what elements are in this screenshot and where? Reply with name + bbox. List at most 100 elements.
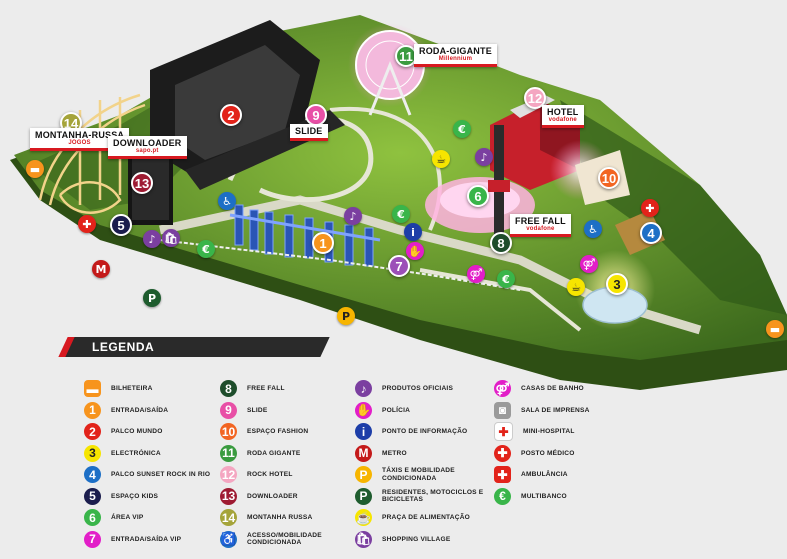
legend-item-food: ☕PRAÇA DE ALIMENTAÇÃO [355, 507, 492, 529]
marker-10-espaco-fashion[interactable]: 10 [598, 167, 620, 189]
posto-medico-marker-icon[interactable]: ✚ [78, 215, 96, 233]
legend-label: RESIDENTES, MOTOCICLOS E BICICLETAS [382, 488, 484, 504]
shopping-marker-icon[interactable]: 🛍 [162, 229, 180, 247]
8-icon: 8 [220, 380, 237, 398]
info-marker-icon[interactable]: i [404, 223, 422, 241]
legend-column-4: ⚤CASAS DE BANHO◙SALA DE IMPRENSA✚MINI-HO… [494, 378, 633, 507]
marker-13-downloader[interactable]: 13 [131, 172, 153, 194]
flag-montanha-russa: MONTANHA-RUSSA JOGOS [30, 128, 130, 151]
flag-downloader: DOWNLOADER sapo.pt [108, 136, 187, 159]
legend-item-3: 3 ELECTRÓNICA [84, 443, 221, 465]
legend-label: PRODUTOS OFICIAIS [382, 385, 454, 392]
bilheteira-marker-icon[interactable]: ▬ [766, 320, 784, 338]
14-icon: 14 [220, 509, 237, 527]
legend-label: ELECTRÓNICA [111, 449, 161, 457]
legend-label: SLIDE [247, 406, 268, 414]
marker-8-free-fall[interactable]: 8 [490, 232, 512, 254]
5-icon: 5 [84, 487, 101, 505]
legend-item-14: 14 MONTANHA RUSSA [220, 507, 357, 529]
13-icon: 13 [220, 487, 237, 505]
food-marker-icon[interactable]: ☕ [432, 150, 450, 168]
parking-marker-icon[interactable]: P [143, 289, 161, 307]
legend-label: MONTANHA RUSSA [247, 514, 313, 521]
legend-item-posto: ✚POSTO MÉDICO [494, 443, 633, 465]
legend-item-shopping: 🛍 SHOPPING VILLAGE [355, 529, 492, 551]
legend-label: ESPAÇO KIDS [111, 492, 159, 500]
marker-2-palco-mundo[interactable]: 2 [220, 104, 242, 126]
11-icon: 11 [220, 444, 237, 462]
policia-icon: ✋ [355, 401, 372, 419]
9-icon: 9 [220, 401, 237, 419]
accessibility-icon: ♿ [220, 530, 237, 548]
legend-label: ENTRADA/SAÍDA [111, 406, 169, 414]
legend-label: POSTO MÉDICO [521, 449, 575, 457]
posto-medico-marker-icon[interactable]: ✚ [641, 199, 659, 217]
3-icon: 3 [84, 444, 101, 462]
wc-marker-icon[interactable]: ⚤ [580, 255, 598, 273]
produtos-marker-icon[interactable]: ♪ [475, 148, 493, 166]
accessibility-marker-icon[interactable]: ♿ [218, 192, 236, 210]
legend-item-wc: ⚤CASAS DE BANHO [494, 378, 633, 400]
taxi-icon: P [355, 466, 372, 484]
marker-12-rock-hotel[interactable]: 12 [524, 87, 546, 109]
legend-item-accessibility: ♿ACESSO/MOBILIDADE CONDICIONADA [220, 529, 357, 551]
marker-3-electronica[interactable]: 3 [606, 273, 628, 295]
legend-label: MINI-HOSPITAL [523, 428, 575, 435]
produtos-icon: ♪ [355, 380, 372, 398]
legend-item-hospital: ✚MINI-HOSPITAL [494, 421, 633, 443]
legend-item-13: 13 DOWNLOADER [220, 486, 357, 508]
multibanco-marker-icon[interactable]: € [197, 240, 215, 258]
legend-item-policia: ✋ POLÍCIA [355, 400, 492, 422]
6-icon: 6 [84, 509, 101, 527]
ambulancia-icon: ✚ [494, 466, 511, 484]
taxi-marker-icon[interactable]: P [337, 307, 355, 325]
12-icon: 12 [220, 466, 237, 484]
wc-marker-icon[interactable]: ⚤ [467, 265, 485, 283]
legend-item-produtos: ♪ PRODUTOS OFICIAIS [355, 378, 492, 400]
bilheteira-marker-icon[interactable]: ▬ [26, 160, 44, 178]
bilheteira-icon: ▬ [84, 380, 101, 398]
legend-label: PALCO SUNSET ROCK IN RIO [111, 471, 211, 478]
legend-label: SALA DE IMPRENSA [521, 406, 590, 414]
produtos-marker-icon[interactable]: ♪ [344, 207, 362, 225]
shopping-icon: 🛍 [355, 530, 372, 548]
metro-marker-icon[interactable]: M [92, 260, 110, 278]
marker-6-area-vip[interactable]: 6 [467, 185, 489, 207]
food-marker-icon[interactable]: ☕ [567, 278, 585, 296]
policia-marker-icon[interactable]: ✋ [406, 242, 424, 260]
marker-4-palco-sunset[interactable]: 4 [640, 222, 662, 244]
marker-7-entrada-vip[interactable]: 7 [388, 255, 410, 277]
legend-label: PONTO DE INFORMAÇÃO [382, 428, 468, 435]
legend-label: DOWNLOADER [247, 492, 298, 500]
marker-9-slide[interactable]: 9 [305, 104, 327, 126]
legend-label: METRO [382, 449, 407, 457]
legend-label: SHOPPING VILLAGE [382, 535, 451, 543]
legend-label: POLÍCIA [382, 406, 411, 414]
press-icon: ◙ [494, 401, 511, 419]
legend-item-1: 1 ENTRADA/SAÍDA [84, 400, 221, 422]
produtos-marker-icon[interactable]: ♪ [143, 230, 161, 248]
legend-label: ESPAÇO FASHION [247, 428, 309, 435]
multibanco-marker-icon[interactable]: € [453, 120, 471, 138]
multibanco-marker-icon[interactable]: € [497, 270, 515, 288]
marker-1-entrada[interactable]: 1 [312, 232, 334, 254]
flag-hotel: HOTEL vodafone [542, 105, 584, 128]
multibanco-marker-icon[interactable]: € [392, 205, 410, 223]
marker-5-espaco-kids[interactable]: 5 [110, 214, 132, 236]
accessibility-marker-icon[interactable]: ♿ [584, 220, 602, 238]
1-icon: 1 [84, 401, 101, 419]
legend-label: CASAS DE BANHO [521, 385, 584, 392]
legend-label: MULTIBANCO [521, 492, 567, 500]
